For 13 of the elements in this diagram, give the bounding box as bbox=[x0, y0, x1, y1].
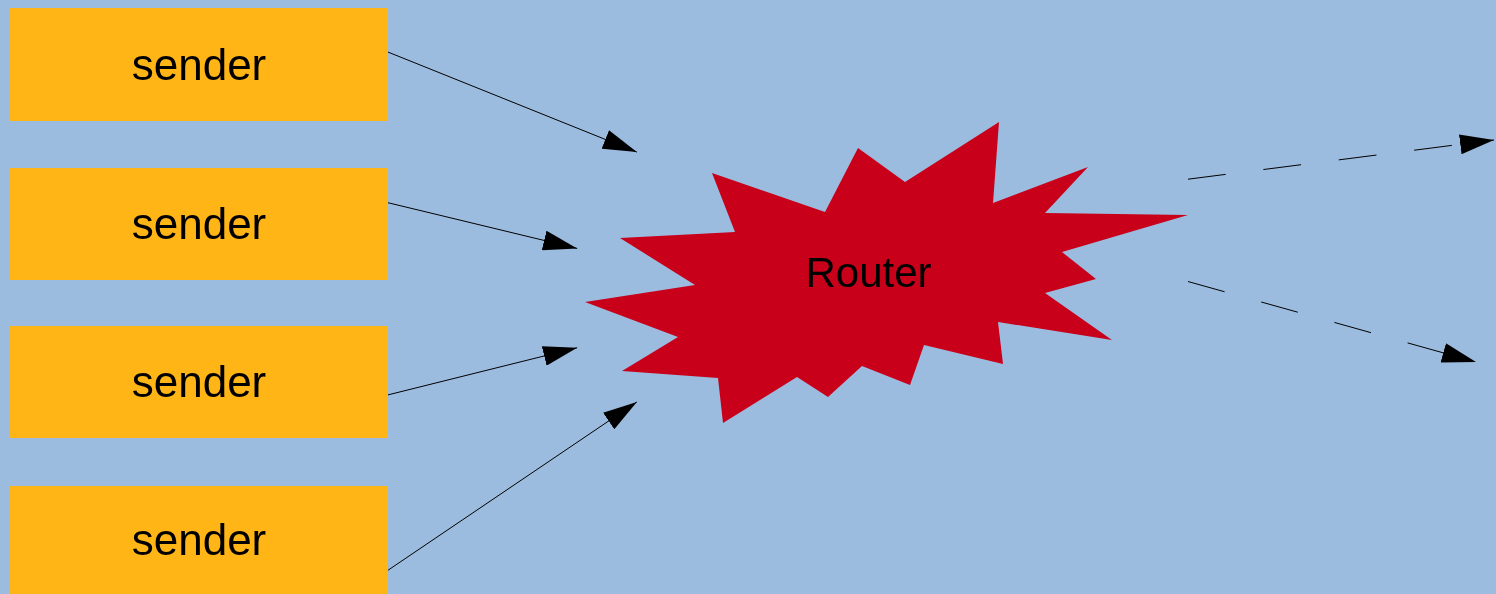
arrow bbox=[387, 401, 638, 571]
router-label: Router bbox=[805, 248, 932, 297]
sender-box bbox=[10, 168, 388, 280]
sender-box bbox=[10, 8, 388, 121]
sender-label: sender bbox=[131, 357, 267, 407]
router-starburst bbox=[585, 122, 1188, 423]
arrow bbox=[1187, 132, 1495, 180]
sender-label: sender bbox=[131, 199, 267, 249]
sender-label: sender bbox=[131, 39, 267, 90]
sender-box bbox=[10, 326, 388, 438]
arrow bbox=[387, 51, 638, 154]
sender-label: sender bbox=[131, 515, 267, 565]
sender-box bbox=[10, 486, 388, 594]
